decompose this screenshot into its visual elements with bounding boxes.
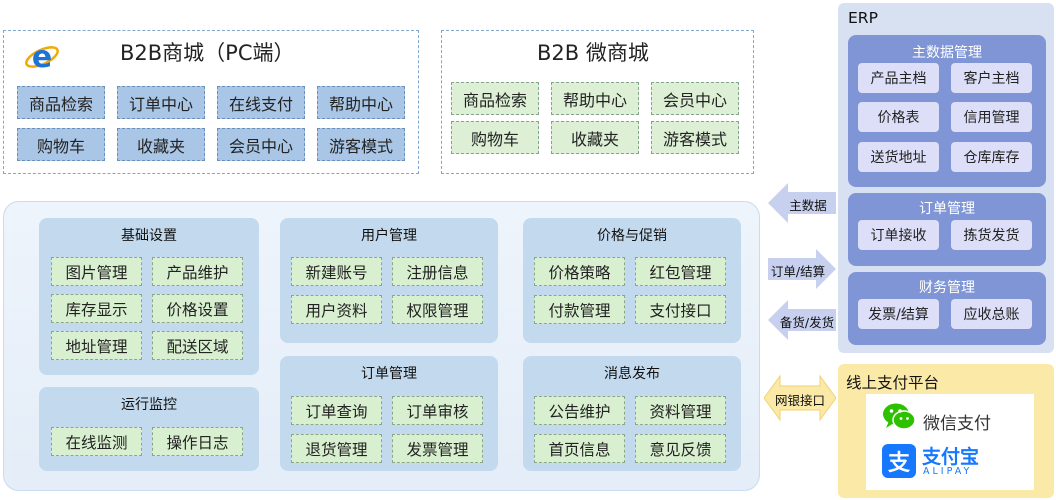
btn-address-mgmt[interactable]: 地址管理 — [51, 331, 142, 360]
arrow-master-data — [768, 183, 836, 223]
btn-permission-mgmt[interactable]: 权限管理 — [392, 295, 483, 324]
micro-item-help-center[interactable]: 帮助中心 — [551, 82, 639, 115]
btn-image-mgmt[interactable]: 图片管理 — [51, 257, 142, 286]
btn-delivery-area[interactable]: 配送区域 — [152, 331, 243, 360]
micro-item-cart[interactable]: 购物车 — [451, 121, 539, 154]
btn-new-account[interactable]: 新建账号 — [291, 257, 382, 286]
erp-module-order: 订单管理 订单接收 拣货发货 — [848, 193, 1046, 266]
pc-mall-title: B2B商城（PC端） — [120, 41, 295, 65]
alipay-label-cn: 支付宝 — [922, 446, 980, 468]
module-monitoring: 运行监控 在线监测 操作日志 — [39, 387, 259, 471]
alipay-icon: 支 — [882, 444, 916, 478]
micro-item-member-center[interactable]: 会员中心 — [651, 82, 739, 115]
btn-order-review[interactable]: 订单审核 — [392, 396, 483, 425]
arrow-label-master-data: 主数据 — [789, 198, 827, 213]
pc-item-order-center[interactable]: 订单中心 — [117, 86, 205, 119]
btn-user-profile[interactable]: 用户资料 — [291, 295, 382, 324]
module-user-mgmt: 用户管理 新建账号 注册信息 用户资料 权限管理 — [280, 218, 498, 343]
module-title: 消息发布 — [604, 366, 660, 382]
btn-invoice-settle[interactable]: 发票/结算 — [858, 299, 939, 329]
module-title: 用户管理 — [361, 228, 417, 244]
pc-item-guest-mode[interactable]: 游客模式 — [317, 128, 405, 161]
module-title: 运行监控 — [121, 397, 177, 413]
btn-warehouse-stock[interactable]: 仓库库存 — [951, 142, 1032, 172]
module-title: 订单管理 — [361, 366, 417, 382]
module-messaging: 消息发布 公告维护 资料管理 首页信息 意见反馈 — [523, 356, 741, 471]
erp-title: ERP — [848, 9, 878, 27]
wechat-icon — [883, 403, 916, 430]
pc-item-help-center[interactable]: 帮助中心 — [317, 86, 405, 119]
pc-item-online-payment[interactable]: 在线支付 — [217, 86, 305, 119]
btn-red-packet-mgmt[interactable]: 红包管理 — [635, 257, 726, 286]
svg-text:支: 支 — [888, 451, 911, 476]
erp-module-master-data: 主数据管理 产品主档 客户主档 价格表 信用管理 送货地址 仓库库存 — [848, 35, 1046, 187]
arrow-bank-api — [764, 374, 836, 422]
btn-notice-maint[interactable]: 公告维护 — [534, 396, 625, 425]
micro-mall-title: B2B 微商城 — [537, 41, 649, 65]
micro-item-guest-mode[interactable]: 游客模式 — [651, 121, 739, 154]
btn-stock-display[interactable]: 库存显示 — [51, 294, 142, 323]
module-title: 主数据管理 — [912, 45, 982, 61]
ie-browser-icon: e — [22, 38, 62, 76]
arrow-label-order-settle: 订单/结算 — [770, 264, 826, 279]
btn-product-master[interactable]: 产品主档 — [858, 63, 939, 93]
module-title: 基础设置 — [121, 228, 177, 244]
btn-feedback[interactable]: 意见反馈 — [635, 434, 726, 463]
pc-item-member-center[interactable]: 会员中心 — [217, 128, 305, 161]
svg-text:e: e — [32, 40, 52, 75]
btn-homepage-info[interactable]: 首页信息 — [534, 434, 625, 463]
micro-item-product-search[interactable]: 商品检索 — [451, 82, 539, 115]
btn-payment-mgmt[interactable]: 付款管理 — [534, 295, 625, 324]
btn-receivable-ledger[interactable]: 应收总账 — [951, 299, 1032, 329]
module-title: 价格与促销 — [597, 228, 667, 244]
wechat-pay-label: 微信支付 — [923, 414, 991, 434]
btn-online-monitor[interactable]: 在线监测 — [51, 427, 142, 456]
pc-item-cart[interactable]: 购物车 — [17, 128, 105, 161]
alipay-label-en: ALIPAY — [923, 466, 973, 477]
payment-title: 线上支付平台 — [846, 374, 940, 392]
btn-registration-info[interactable]: 注册信息 — [392, 257, 483, 286]
btn-shipping-address[interactable]: 送货地址 — [858, 142, 939, 172]
btn-price-settings[interactable]: 价格设置 — [152, 294, 243, 323]
btn-return-mgmt[interactable]: 退货管理 — [291, 434, 382, 463]
btn-invoice-mgmt[interactable]: 发票管理 — [392, 434, 483, 463]
pc-item-product-search[interactable]: 商品检索 — [17, 86, 105, 119]
btn-product-maint[interactable]: 产品维护 — [152, 257, 243, 286]
module-basic-settings: 基础设置 图片管理 产品维护 库存显示 价格设置 地址管理 配送区域 — [39, 218, 259, 375]
micro-item-favorites[interactable]: 收藏夹 — [551, 121, 639, 154]
btn-customer-master[interactable]: 客户主档 — [951, 63, 1032, 93]
btn-credit-mgmt[interactable]: 信用管理 — [951, 102, 1032, 132]
btn-document-mgmt[interactable]: 资料管理 — [635, 396, 726, 425]
btn-order-query[interactable]: 订单查询 — [291, 396, 382, 425]
erp-module-finance: 财务管理 发票/结算 应收总账 — [848, 272, 1046, 345]
module-order-mgmt: 订单管理 订单查询 订单审核 退货管理 发票管理 — [280, 356, 498, 471]
btn-price-strategy[interactable]: 价格策略 — [534, 257, 625, 286]
module-title: 订单管理 — [919, 201, 975, 217]
btn-payment-api[interactable]: 支付接口 — [635, 295, 726, 324]
pc-item-favorites[interactable]: 收藏夹 — [117, 128, 205, 161]
module-title: 财务管理 — [919, 280, 975, 296]
btn-price-list[interactable]: 价格表 — [858, 102, 939, 132]
btn-order-receive[interactable]: 订单接收 — [858, 220, 939, 250]
arrow-label-bank-api: 网银接口 — [774, 393, 825, 408]
arrow-label-stock-ship: 备货/发货 — [779, 315, 835, 330]
module-pricing: 价格与促销 价格策略 红包管理 付款管理 支付接口 — [523, 218, 741, 343]
btn-operation-log[interactable]: 操作日志 — [152, 427, 243, 456]
arrow-order-settle — [768, 249, 836, 289]
arrow-stock-ship — [768, 300, 836, 340]
btn-pick-ship[interactable]: 拣货发货 — [951, 220, 1032, 250]
